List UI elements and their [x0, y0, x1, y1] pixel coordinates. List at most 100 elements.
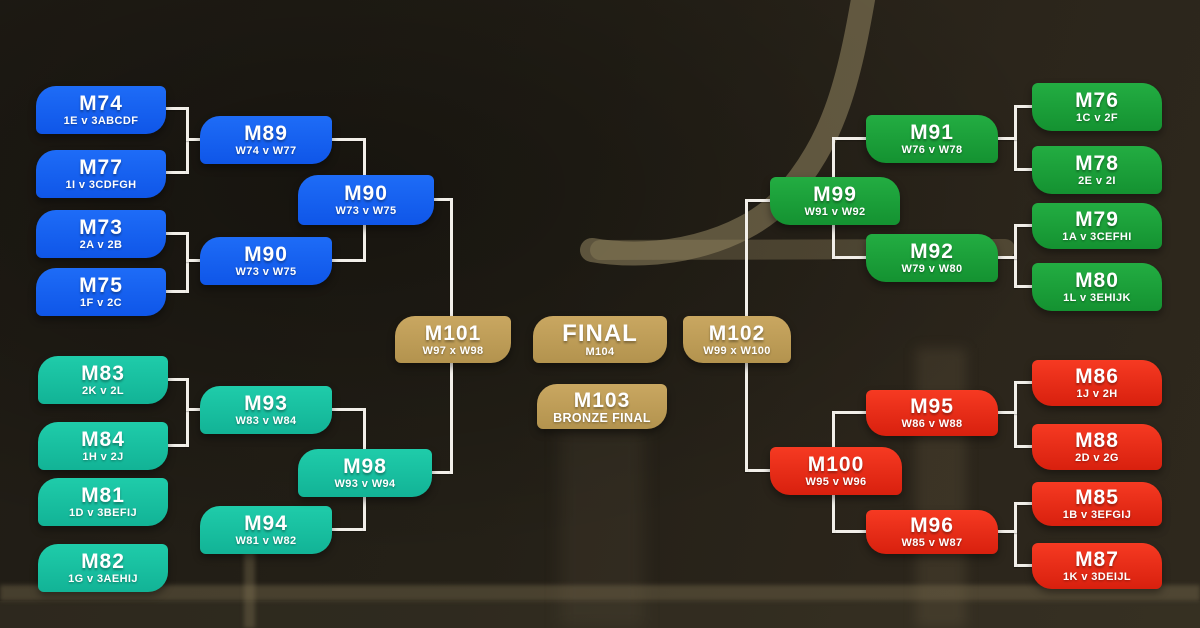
match-box-m84: M84 1H v 2J [38, 422, 168, 470]
match-title: M73 [79, 216, 123, 239]
connector-line [745, 199, 748, 318]
match-box-final: FINAL M104 [533, 316, 667, 363]
match-teams: W85 v W87 [901, 537, 963, 549]
connector-line [186, 232, 189, 293]
match-title: M87 [1075, 548, 1119, 571]
match-box-m79: M79 1A v 3CEFHI [1032, 203, 1162, 249]
match-teams: W83 v W84 [235, 415, 297, 427]
match-box-m99: M99 W91 v W92 [770, 177, 900, 225]
match-title: M84 [81, 428, 125, 451]
match-title: M90 [244, 243, 288, 266]
connector-line [1014, 564, 1032, 567]
match-box-m95: M95 W86 v W88 [866, 390, 998, 436]
connector-line [1014, 381, 1032, 384]
connector-line [332, 528, 363, 531]
match-teams: W99 x W100 [703, 344, 771, 357]
match-teams: 1B v 3EFGIJ [1062, 509, 1132, 521]
connector-line [186, 408, 200, 411]
connector-line [998, 137, 1017, 140]
match-title: M89 [244, 122, 288, 145]
match-box-m87: M87 1K v 3DEIJL [1032, 543, 1162, 589]
connector-line [166, 290, 186, 293]
connector-line [332, 259, 363, 262]
match-box-m80: M80 1L v 3EHIJK [1032, 263, 1162, 311]
match-box-m101-semifinal: M101 W97 x W98 [395, 316, 511, 363]
connector-line [745, 361, 748, 472]
match-teams: 1K v 3DEIJL [1063, 571, 1131, 583]
match-box-m81: M81 1D v 3BEFIJ [38, 478, 168, 526]
match-teams: 1C v 2F [1076, 112, 1118, 124]
connector-line [166, 107, 186, 110]
connector-line [186, 259, 200, 262]
match-box-m90-semifinal: M90 W73 v W75 [298, 175, 434, 225]
match-title: M78 [1075, 152, 1119, 175]
match-title: M95 [910, 395, 954, 418]
match-box-m77: M77 1I v 3CDFGH [36, 150, 166, 198]
match-box-m96: M96 W85 v W87 [866, 510, 998, 554]
match-teams: 2A v 2B [79, 239, 123, 251]
match-teams: 1H v 2J [82, 451, 124, 463]
match-title: M102 [708, 321, 766, 345]
connector-line [998, 530, 1017, 533]
connector-line [450, 198, 453, 318]
match-teams: W74 v W77 [235, 145, 297, 157]
match-teams: 2E v 2I [1078, 175, 1116, 187]
match-teams: W86 v W88 [901, 418, 963, 430]
connector-line [186, 138, 200, 141]
match-box-m93: M93 W83 v W84 [200, 386, 332, 434]
connector-line [832, 530, 866, 533]
match-box-m91: M91 W76 v W78 [866, 115, 998, 163]
match-teams: W73 v W75 [335, 205, 397, 217]
match-teams: 1L v 3EHIJK [1063, 292, 1131, 304]
match-teams: W95 v W96 [805, 476, 867, 488]
match-box-m89: M89 W74 v W77 [200, 116, 332, 164]
connector-line [1014, 502, 1032, 505]
match-title: M85 [1075, 486, 1119, 509]
match-teams: 2D v 2G [1075, 452, 1119, 464]
match-title: M83 [81, 362, 125, 385]
match-box-m98: M98 W93 v W94 [298, 449, 432, 497]
match-teams: BRONZE FINAL [553, 410, 651, 425]
connector-line [1014, 168, 1032, 171]
match-box-m94: M94 W81 v W82 [200, 506, 332, 554]
connector-line [1014, 224, 1032, 227]
match-teams: 1A v 3CEFHI [1062, 231, 1132, 243]
connector-line [168, 378, 186, 381]
match-title: M99 [813, 183, 857, 206]
match-box-m90-quarterfinal: M90 W73 v W75 [200, 237, 332, 285]
match-box-m102-semifinal: M102 W99 x W100 [683, 316, 791, 363]
match-box-m82: M82 1G v 3AEHIJ [38, 544, 168, 592]
match-teams: 1E v 3ABCDF [63, 115, 139, 127]
match-box-m83: M83 2K v 2L [38, 356, 168, 404]
match-teams: 1I v 3CDFGH [65, 179, 137, 191]
match-title: M96 [910, 514, 954, 537]
background-band-bottom [0, 601, 1200, 628]
match-title: M82 [81, 550, 125, 573]
connector-line [832, 411, 866, 414]
match-box-m76: M76 1C v 2F [1032, 83, 1162, 131]
connector-line [332, 138, 363, 141]
match-teams: W76 v W78 [901, 144, 963, 156]
connector-line [166, 232, 186, 235]
match-title: M91 [910, 121, 954, 144]
match-title: FINAL [562, 319, 638, 347]
match-title: M101 [424, 321, 482, 345]
match-title: M86 [1075, 365, 1119, 388]
connector-line [745, 469, 770, 472]
match-teams: 1D v 3BEFIJ [69, 507, 137, 519]
match-box-m85: M85 1B v 3EFGIJ [1032, 482, 1162, 526]
match-box-m74: M74 1E v 3ABCDF [36, 86, 166, 134]
connector-line [1014, 381, 1017, 448]
match-title: M88 [1075, 429, 1119, 452]
match-teams: 1F v 2C [80, 297, 122, 309]
match-title: M77 [79, 156, 123, 179]
connector-line [1014, 105, 1032, 108]
match-box-m78: M78 2E v 2I [1032, 146, 1162, 194]
connector-line [998, 411, 1017, 414]
match-title: M79 [1075, 208, 1119, 231]
match-box-m73: M73 2A v 2B [36, 210, 166, 258]
connector-line [332, 408, 363, 411]
